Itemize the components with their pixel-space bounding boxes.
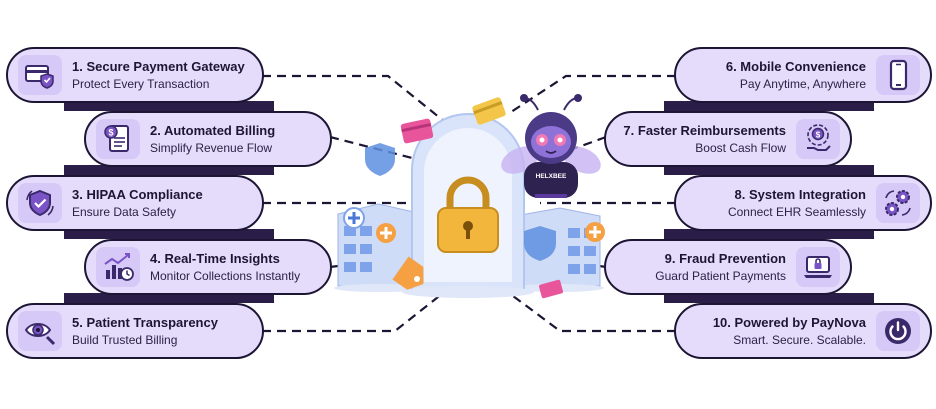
feature-card-1: 1. Secure Payment Gateway Protect Every … xyxy=(6,47,264,103)
laptop-lock-icon xyxy=(796,247,840,287)
feature-subtitle: Smart. Secure. Scalable. xyxy=(733,333,866,347)
feature-subtitle: Protect Every Transaction xyxy=(72,77,210,91)
connector-2 xyxy=(329,135,421,162)
feature-title: 9. Fraud Prevention xyxy=(664,251,786,266)
feature-card-10: 10. Powered by PayNova Smart. Secure. Sc… xyxy=(674,303,932,359)
feature-card-3: 3. HIPAA Compliance Ensure Data Safety xyxy=(6,175,264,231)
feature-title: 10. Powered by PayNova xyxy=(712,315,866,330)
connector-6 xyxy=(507,74,676,115)
feature-card-9: 9. Fraud Prevention Guard Patient Paymen… xyxy=(604,239,852,295)
feature-subtitle: Boost Cash Flow xyxy=(695,141,786,155)
shield-check-icon xyxy=(18,183,62,223)
feature-title: 6. Mobile Convenience xyxy=(725,59,866,74)
feature-title: 3. HIPAA Compliance xyxy=(72,187,203,202)
invoice-dollar-icon: $ xyxy=(96,119,140,159)
band-left-1 xyxy=(64,101,274,111)
band-left-2 xyxy=(64,165,274,175)
svg-text:$: $ xyxy=(816,131,821,140)
feature-card-7: $ 7. Faster Reimbursements Boost Cash Fl… xyxy=(604,111,852,167)
feature-subtitle: Guard Patient Payments xyxy=(655,269,786,283)
eye-magnifier-icon xyxy=(18,311,62,351)
gears-sync-icon xyxy=(876,183,920,223)
smartphone-icon xyxy=(876,55,920,95)
feature-title: 7. Faster Reimbursements xyxy=(623,123,786,138)
band-right-1 xyxy=(664,101,874,111)
feature-subtitle: Build Trusted Billing xyxy=(72,333,178,347)
feature-title: 1. Secure Payment Gateway xyxy=(72,59,245,74)
feature-subtitle: Connect EHR Seamlessly xyxy=(727,205,866,219)
band-left-3 xyxy=(64,229,274,239)
feature-title: 2. Automated Billing xyxy=(150,123,276,138)
feature-subtitle: Simplify Revenue Flow xyxy=(150,141,273,155)
card-shield-icon xyxy=(18,55,62,95)
feature-subtitle: Monitor Collections Instantly xyxy=(150,269,301,283)
feature-card-8: 8. System Integration Connect EHR Seamle… xyxy=(674,175,932,231)
svg-text:$: $ xyxy=(108,128,113,138)
connector-1 xyxy=(262,74,451,127)
band-right-4 xyxy=(664,293,874,303)
feature-card-6: 6. Mobile Convenience Pay Anytime, Anywh… xyxy=(674,47,932,103)
connector-4 xyxy=(329,256,401,269)
feature-card-4: 4. Real-Time Insights Monitor Collection… xyxy=(84,239,332,295)
connector-5 xyxy=(262,285,453,333)
connector-7 xyxy=(547,135,607,160)
hand-coin-icon: $ xyxy=(796,119,840,159)
connector-10 xyxy=(504,289,676,333)
band-left-4 xyxy=(64,293,274,303)
chart-clock-icon xyxy=(96,247,140,287)
feature-title: 5. Patient Transparency xyxy=(72,315,218,330)
connector-9 xyxy=(547,256,607,269)
power-icon xyxy=(876,311,920,351)
feature-card-2: $ 2. Automated Billing Simplify Revenue … xyxy=(84,111,332,167)
band-right-3 xyxy=(664,229,874,239)
feature-card-5: 5. Patient Transparency Build Trusted Bi… xyxy=(6,303,264,359)
feature-subtitle: Pay Anytime, Anywhere xyxy=(739,77,866,91)
feature-subtitle: Ensure Data Safety xyxy=(72,205,177,219)
feature-title: 4. Real-Time Insights xyxy=(150,251,280,266)
feature-title: 8. System Integration xyxy=(734,187,866,202)
band-right-2 xyxy=(664,165,874,175)
